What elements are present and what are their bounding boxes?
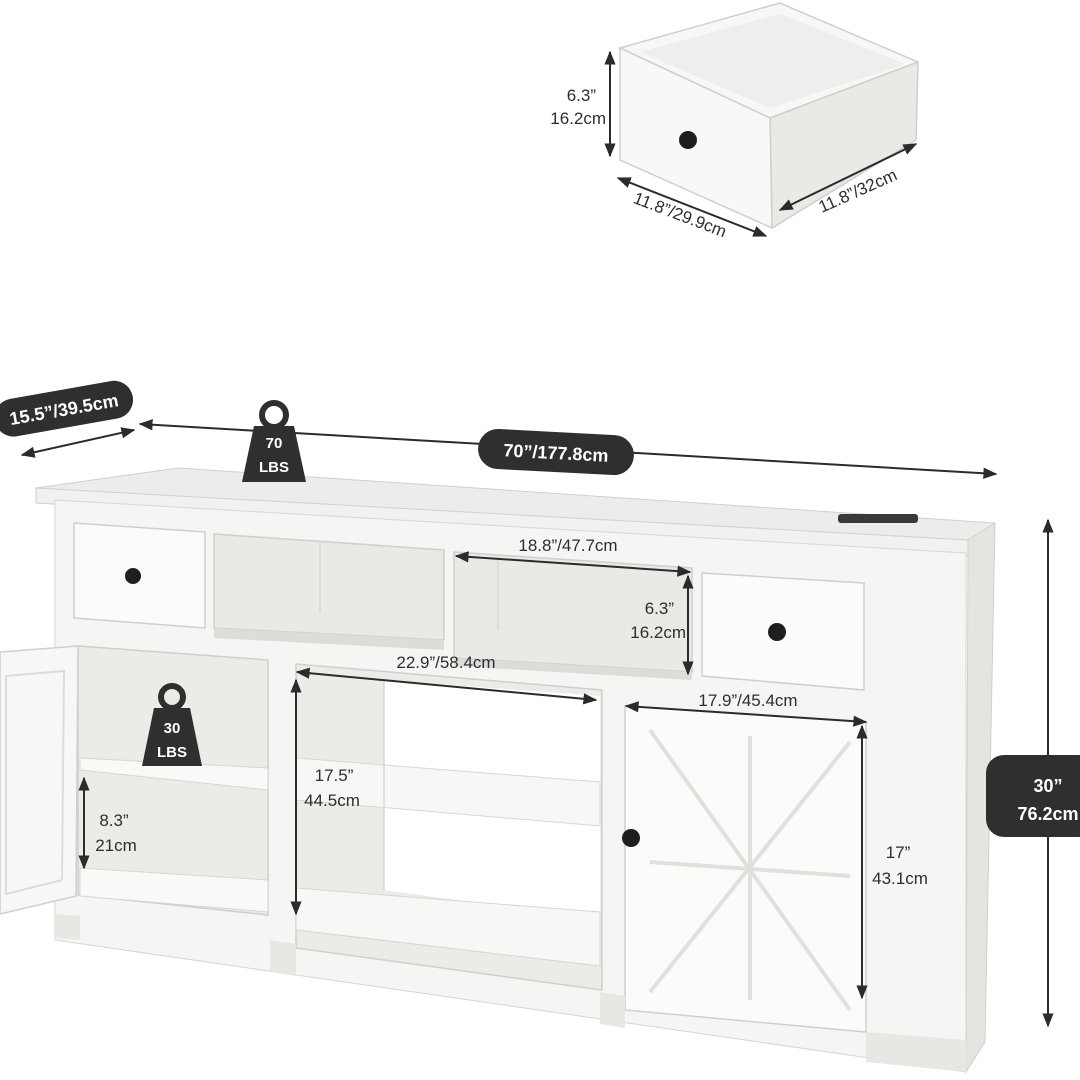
tv-stand-illustration	[0, 467, 997, 1074]
center-bay-width-label: 22.9”/58.4cm	[396, 653, 495, 672]
open-shelf-height-in-label: 6.3”	[645, 599, 675, 618]
overall-height-cm-label: 76.2cm	[1017, 804, 1078, 824]
drawer-height-cm-label: 16.2cm	[550, 109, 606, 128]
top-weight-icon: 70 LBS	[242, 400, 306, 482]
overall-height-in-label: 30”	[1033, 776, 1062, 796]
left-drawer-knob-icon	[125, 568, 141, 584]
right-cabinet-height-cm-label: 43.1cm	[872, 869, 928, 888]
drawer-dimension-lines	[604, 50, 918, 237]
left-cabinet-height-cm-label: 21cm	[95, 836, 137, 855]
right-cabinet-height-in-label: 17”	[886, 843, 911, 862]
overall-width-pill: 70”/177.8cm	[478, 429, 634, 476]
right-drawer-knob-icon	[768, 623, 786, 641]
center-bay-height-cm-label: 44.5cm	[304, 791, 360, 810]
drawer-height-in-label: 6.3”	[567, 86, 597, 105]
left-cabinet-door	[0, 645, 79, 915]
drawer-knob-icon	[679, 131, 697, 149]
shelf-weight-icon: 30 LBS	[142, 683, 202, 766]
center-bay-height-in-label: 17.5”	[315, 766, 354, 785]
shelf-weight-unit: LBS	[157, 744, 187, 761]
door-knob-icon	[622, 829, 640, 847]
top-weight-value: 70	[266, 435, 283, 452]
left-cabinet-height-in-label: 8.3”	[99, 811, 129, 830]
charging-port-icon	[838, 514, 918, 523]
shelf-weight-value: 30	[164, 720, 181, 737]
right-cabinet-width-label: 17.9”/45.4cm	[698, 691, 797, 710]
open-shelf-width-label: 18.8”/47.7cm	[518, 536, 617, 555]
open-shelf-height-cm-label: 16.2cm	[630, 623, 686, 642]
top-weight-unit: LBS	[259, 459, 289, 476]
overall-height-pill: 30” 76.2cm	[986, 755, 1080, 837]
overall-depth-pill: 15.5”/39.5cm	[0, 380, 134, 437]
